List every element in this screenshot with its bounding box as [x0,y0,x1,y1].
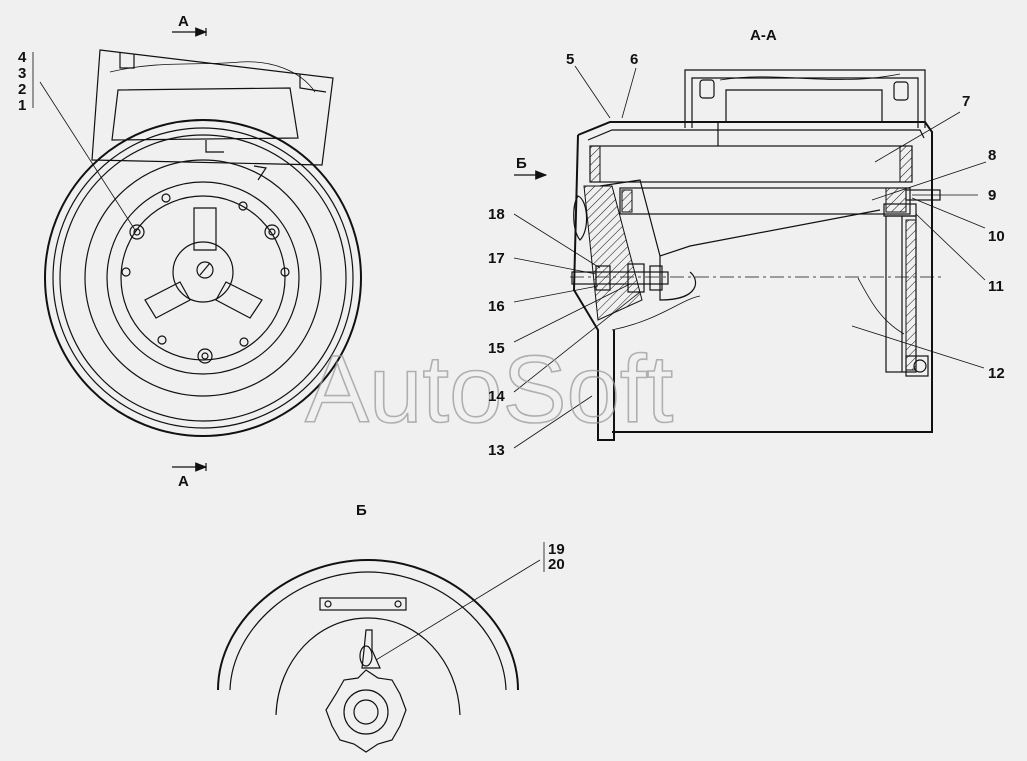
detail-outer-arc [217,558,519,691]
spoke-right [215,281,263,319]
detail-view [217,542,545,753]
callout-stack-detail: 19 20 [548,541,565,573]
outer-shell [577,121,933,433]
outer-rim-inner [52,127,354,429]
cover-edge [59,134,347,422]
callout-17: 17 [488,250,505,267]
hub-center [196,261,214,279]
callout-18: 18 [488,206,505,223]
hub [172,241,234,303]
callout-16: 16 [488,298,505,315]
detail-plate [319,597,407,611]
detail-chain [361,629,381,669]
callout-5: 5 [566,51,574,68]
callouts-section: 5 6 7 8 9 10 11 12 13 14 15 16 17 18 [488,51,1005,459]
front-view [32,49,362,437]
callout-10: 10 [988,228,1005,245]
section-label-bottom: А [178,473,189,490]
callout-1: 1 [18,97,26,114]
section-label-top: А [178,13,189,30]
housing-tab [119,52,135,69]
leader-19-20 [375,559,541,661]
arrow-mark [253,165,268,181]
callout-15: 15 [488,340,505,357]
tick-mark [205,140,224,153]
cover-face [84,159,322,397]
watermark: AutoSoft [305,336,673,443]
break-line [109,61,316,93]
callout-6: 6 [630,51,638,68]
spoke-top [193,207,217,251]
bolt-holes [121,193,290,364]
spoke-left [144,281,191,319]
housing-corner [299,74,327,93]
callout-20: 20 [548,556,565,573]
flange-inner [120,195,286,361]
inner-cone [599,179,881,257]
callout-7: 7 [962,93,970,110]
callout-9: 9 [988,187,996,204]
callout-12: 12 [988,365,1005,382]
section-view [513,65,987,449]
callout-2: 2 [18,81,26,98]
center-rod [571,271,669,285]
housing-window [111,87,299,141]
housing-box [91,49,334,166]
callout-14: 14 [488,388,505,405]
detail-view-title: Б [356,502,367,519]
callout-19: 19 [548,541,565,558]
section-arrow-bottom [172,462,208,472]
filter-inner-element [619,187,911,215]
callout-8: 8 [988,147,996,164]
top-box [684,69,926,128]
section-view-title: А-А [750,27,777,44]
callout-stack-left: 4 3 2 1 [18,49,27,114]
flange-outer [106,181,300,375]
callout-11: 11 [988,278,1004,295]
callout-4: 4 [18,49,27,66]
detail-nut [325,669,407,753]
outer-rim [44,119,362,437]
callout-3: 3 [18,65,26,82]
section-arrow-top [172,27,208,37]
detail-arrow-label: Б [516,155,527,172]
filter-outer-element [589,145,913,183]
leader-1-4 [39,81,136,231]
left-cover [572,134,615,441]
callout-13: 13 [488,442,505,459]
